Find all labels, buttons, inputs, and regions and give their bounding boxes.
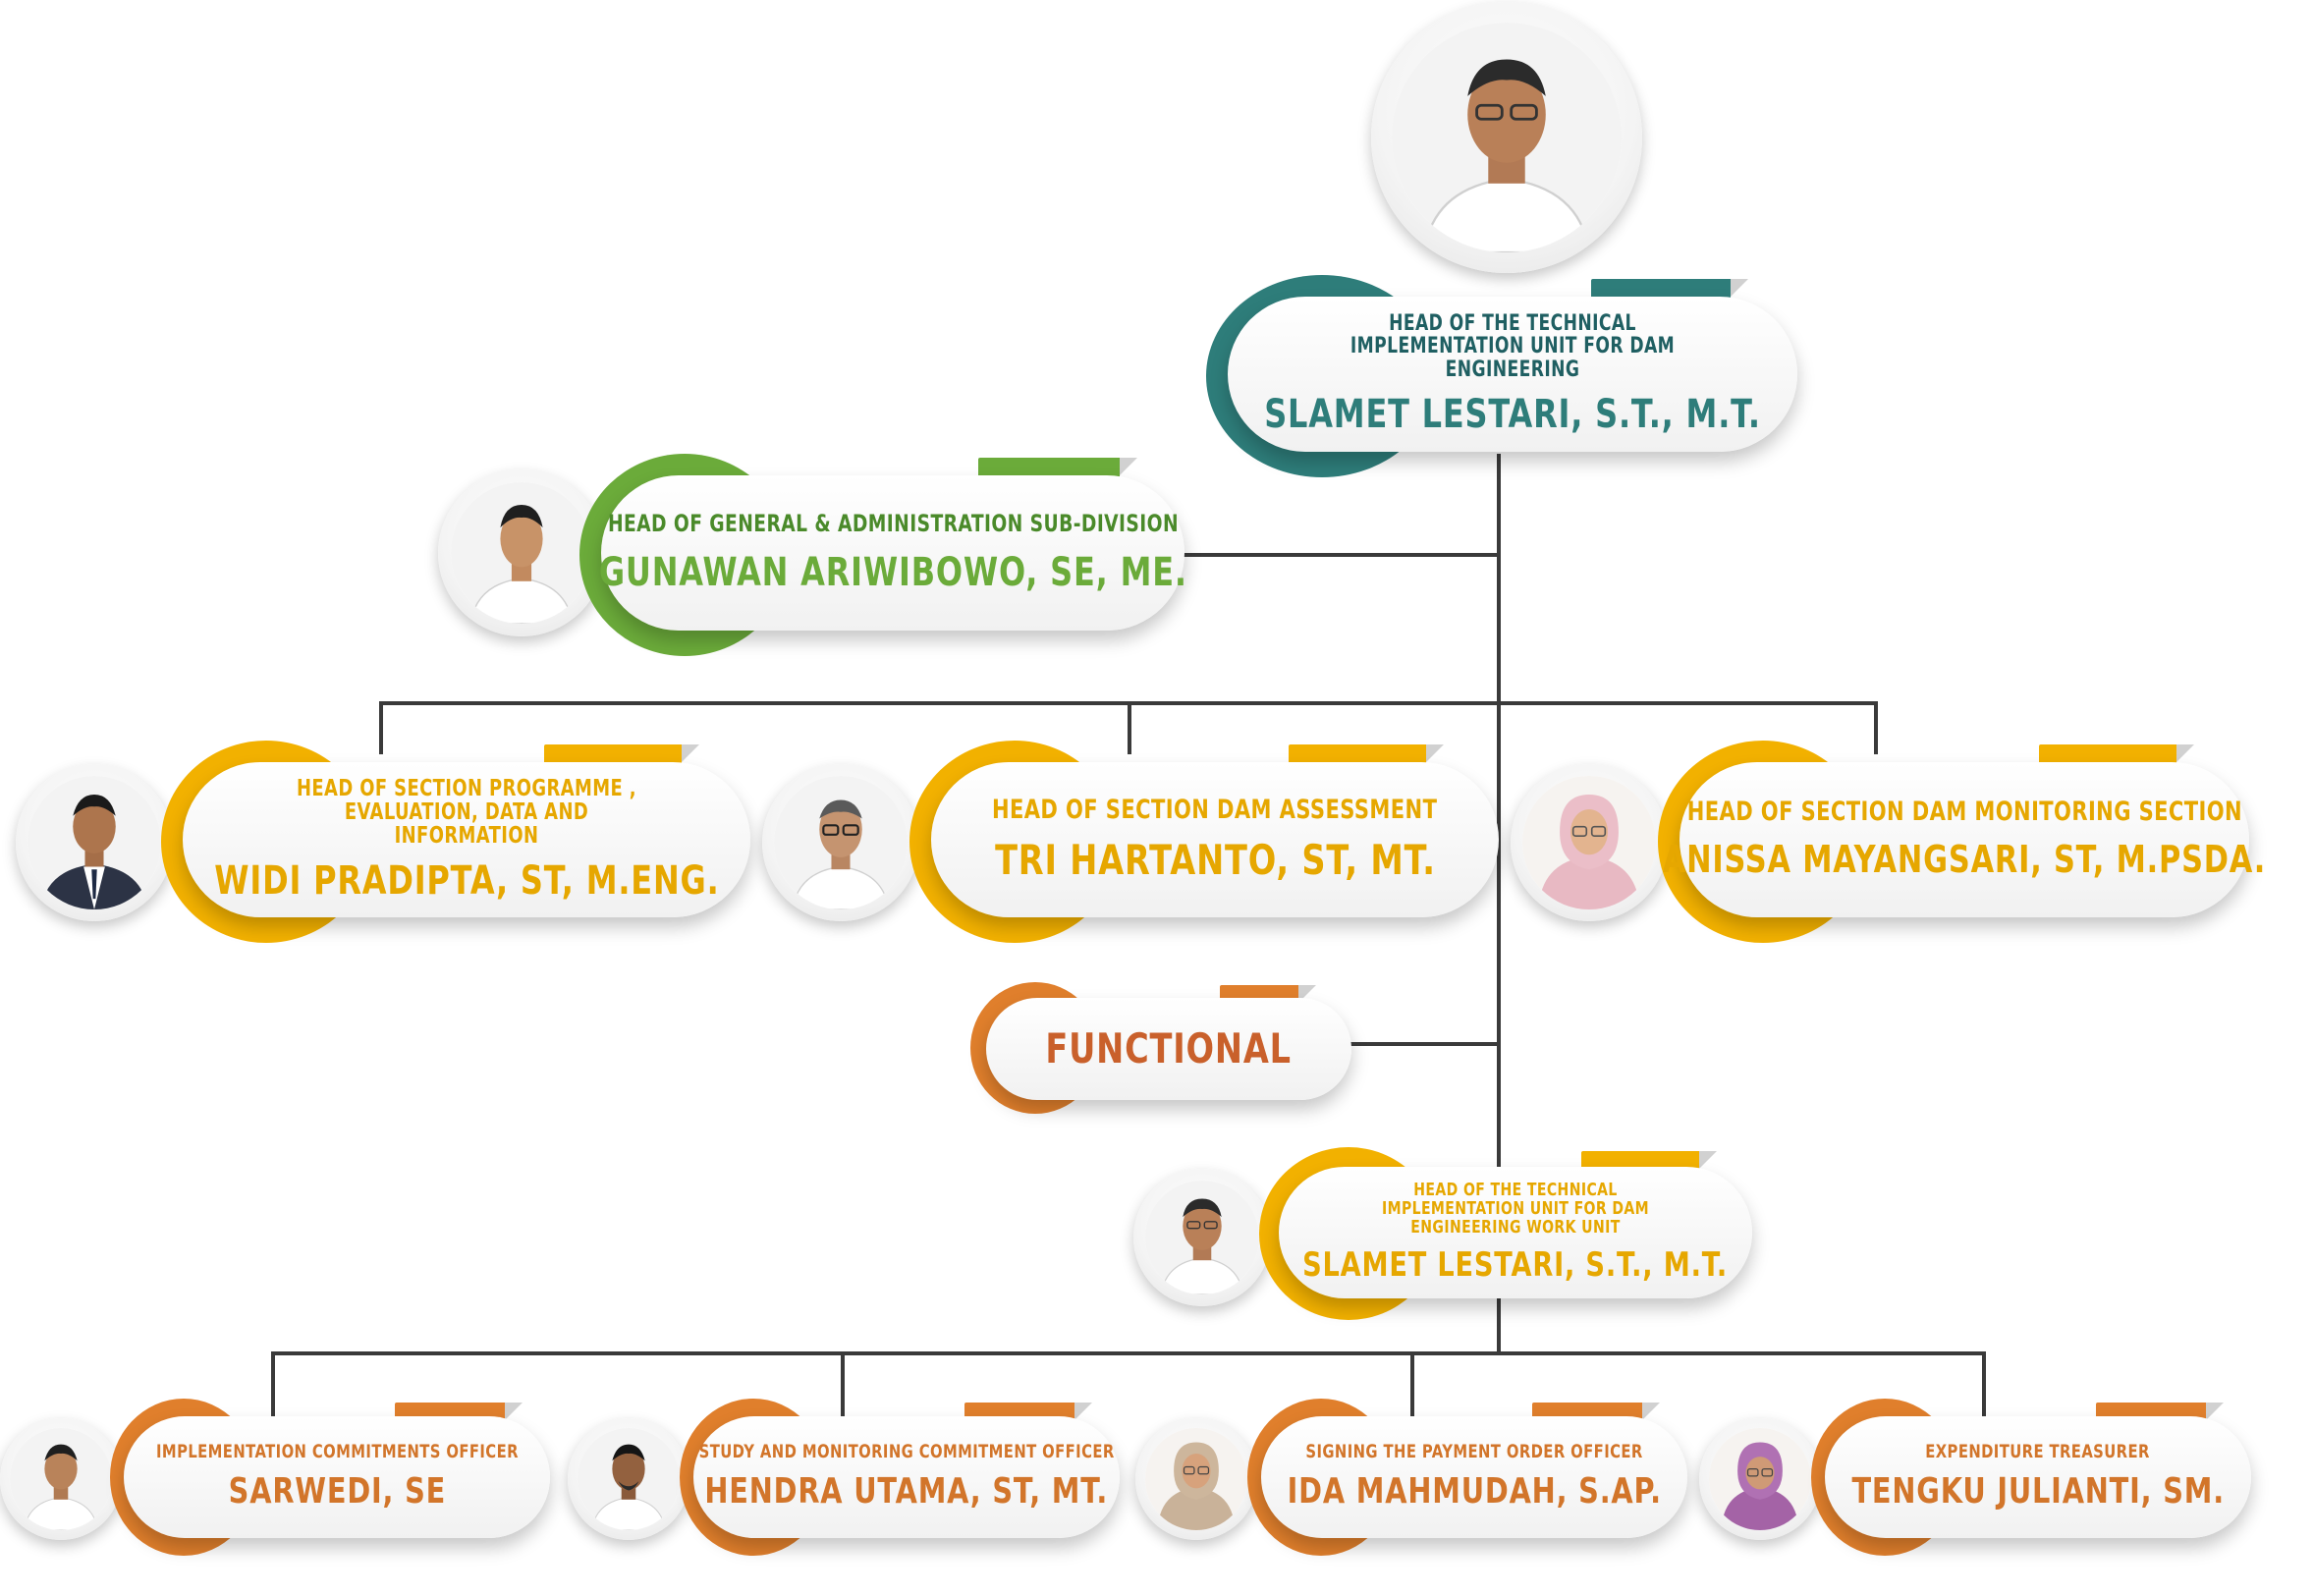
person-portrait-icon [10,1428,112,1530]
work-unit-role: HEAD OF THE TECHNICAL IMPLEMENTATION UNI… [1381,1179,1650,1238]
person-portrait-icon [28,776,161,909]
section-1-photo [16,764,173,921]
person-portrait-icon [578,1428,680,1530]
work-unit-photo [1133,1169,1271,1306]
connector-officers-bar [271,1351,1986,1355]
general-admin-name: GUNAWAN ARIWIBOWO, SE, ME. [598,549,1187,595]
officer-1-photo [0,1418,122,1540]
connector-officer-3 [1410,1351,1414,1424]
officer-1-role: IMPLEMENTATION COMMITMENTS OFFICER [155,1441,519,1463]
officer-3-role: SIGNING THE PAYMENT ORDER OFFICER [1305,1441,1643,1463]
section-1-role: HEAD OF SECTION PROGRAMME , EVALUATION, … [296,775,637,850]
section-1-card: HEAD OF SECTION PROGRAMME , EVALUATION, … [183,762,750,917]
officer-2-role: STUDY AND MONITORING COMMITMENT OFFICER [698,1441,1115,1463]
head-card: HEAD OF THE TECHNICAL IMPLEMENTATION UNI… [1228,297,1797,452]
officer-4-card: EXPENDITURE TREASURER TENGKU JULIANTI, S… [1825,1416,2251,1538]
connector-officer-2 [841,1351,845,1424]
functional-card: FUNCTIONAL [986,998,1351,1100]
section-3-photo [1511,764,1668,921]
connector-trunk [1497,454,1501,1320]
connector-section-1 [379,701,383,754]
officer-2-photo [568,1418,689,1540]
officer-4-role: EXPENDITURE TREASURER [1925,1441,2151,1463]
general-admin-role: HEAD OF GENERAL & ADMINISTRATION SUB-DIV… [607,510,1179,538]
head-name: SLAMET LESTARI, S.T., M.T. [1264,391,1761,437]
section-3-name: ANISSA MAYANGSARI, ST, M.PSDA. [1662,838,2267,882]
person-portrait-icon [451,482,592,624]
connector-section-2 [1128,701,1131,754]
work-unit-name: SLAMET LESTARI, S.T., M.T. [1302,1244,1729,1285]
section-2-photo [762,764,919,921]
person-portrait-icon [774,776,908,909]
officer-1-name: SARWEDI, SE [228,1471,446,1513]
work-unit-card: HEAD OF THE TECHNICAL IMPLEMENTATION UNI… [1279,1167,1752,1298]
connector-officer-4 [1982,1351,1986,1424]
officer-3-name: IDA MAHMUDAH, S.AP. [1287,1471,1662,1513]
officer-2-name: HENDRA UTAMA, ST, MT. [704,1471,1109,1513]
connector-general-admin [1174,553,1501,557]
section-1-name: WIDI PRADIPTA, ST, M.ENG. [213,858,720,905]
person-portrait-icon [1522,776,1656,909]
officer-3-card: SIGNING THE PAYMENT ORDER OFFICER IDA MA… [1261,1416,1687,1538]
person-portrait-icon [1709,1428,1811,1530]
officer-4-name: TENGKU JULIANTI, SM. [1851,1471,2225,1513]
connector-section-3 [1874,701,1878,754]
general-admin-card: HEAD OF GENERAL & ADMINISTRATION SUB-DIV… [598,475,1187,631]
head-role: HEAD OF THE TECHNICAL IMPLEMENTATION UNI… [1349,311,1676,382]
section-2-name: TRI HARTANTO, ST, MT. [994,836,1436,885]
person-portrait-icon [1145,1181,1259,1294]
functional-label: FUNCTIONAL [1045,1023,1293,1073]
section-3-role: HEAD OF SECTION DAM MONITORING SECTION [1686,796,2242,827]
person-portrait-icon [1392,23,1622,252]
person-portrait-icon [1145,1428,1247,1530]
officer-3-photo [1135,1418,1257,1540]
general-admin-photo [438,469,605,636]
head-photo [1371,2,1642,273]
connector-functional [1346,1042,1501,1046]
officer-4-photo [1699,1418,1821,1540]
officer-2-card: STUDY AND MONITORING COMMITMENT OFFICER … [693,1416,1120,1538]
section-3-card: HEAD OF SECTION DAM MONITORING SECTION A… [1663,762,2265,917]
connector-officer-1 [271,1351,275,1424]
connector-work-unit [1497,1296,1501,1355]
section-2-card: HEAD OF SECTION DAM ASSESSMENT TRI HARTA… [931,762,1499,917]
section-2-role: HEAD OF SECTION DAM ASSESSMENT [992,794,1438,825]
officer-1-card: IMPLEMENTATION COMMITMENTS OFFICER SARWE… [124,1416,550,1538]
